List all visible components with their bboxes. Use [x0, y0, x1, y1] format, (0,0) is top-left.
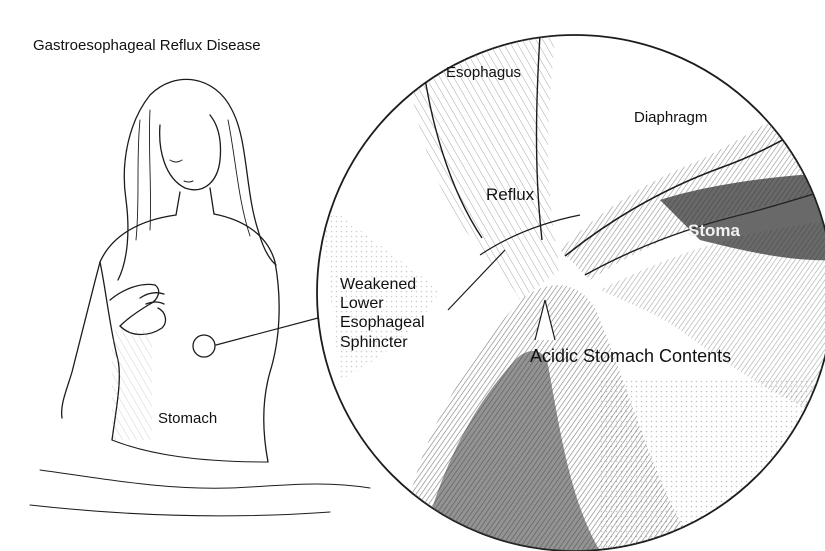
- label-diaphragm: Diaphragm: [634, 110, 707, 127]
- blanket: [30, 470, 370, 516]
- label-acidic-contents: Acidic Stomach Contents: [530, 347, 731, 367]
- shirt-hem: [112, 440, 268, 462]
- hair-outline: [118, 79, 276, 280]
- label-stomach-cut: Stoma: [688, 222, 740, 241]
- page-title: Gastroesophageal Reflux Disease: [33, 38, 261, 55]
- mouth: [184, 181, 193, 182]
- face-outline: [160, 115, 221, 190]
- label-reflux: Reflux: [486, 186, 534, 205]
- pointer-line: [216, 318, 318, 345]
- torso-right: [264, 262, 279, 462]
- closed-eye: [170, 160, 182, 162]
- stomach-region-marker: [193, 335, 215, 357]
- label-weakened-sphincter: Weakened Lower Esophageal Sphincter: [340, 275, 450, 352]
- neck: [176, 188, 214, 215]
- label-stomach: Stomach: [158, 411, 217, 428]
- left-arm: [62, 262, 100, 418]
- hair-strands: [136, 110, 250, 240]
- label-esophagus: Esophagus: [446, 65, 521, 82]
- hand-on-chest: [110, 284, 164, 326]
- torso-shading: [112, 330, 152, 440]
